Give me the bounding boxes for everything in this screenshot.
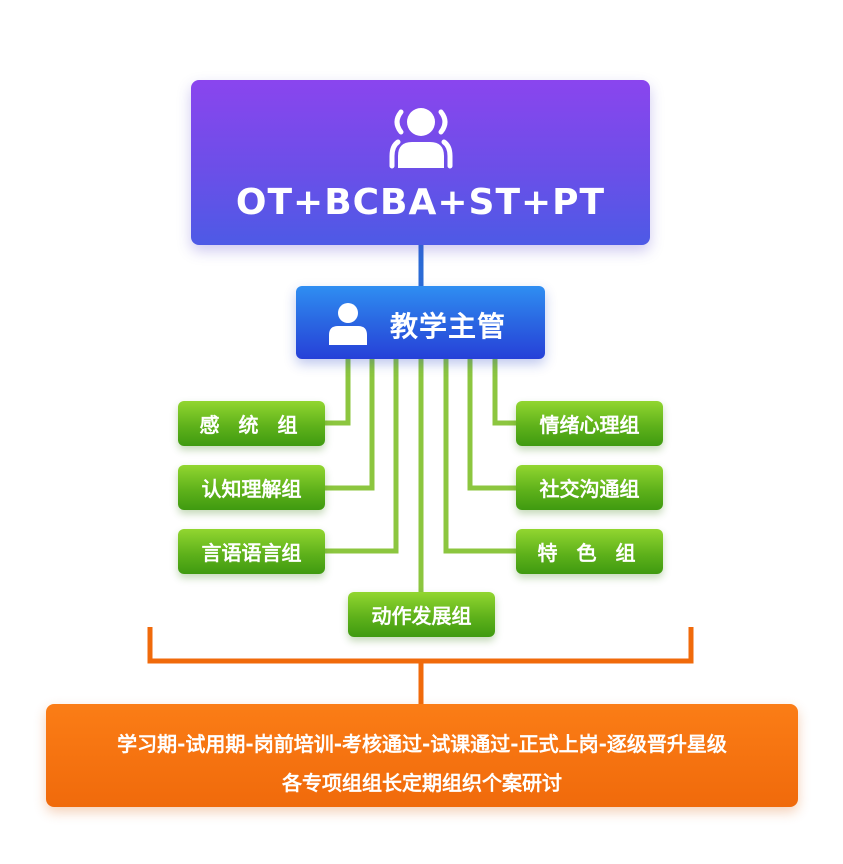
connector-language <box>325 359 399 554</box>
group-label: 情绪心理组 <box>539 413 640 437</box>
group-emotional: 情绪心理组 <box>516 401 663 446</box>
connector-cognitive <box>325 359 375 491</box>
group-cognitive: 认知理解组 <box>178 465 325 510</box>
top-title: OT+BCBA+ST+PT <box>235 182 606 223</box>
group-social: 社交沟通组 <box>516 465 663 510</box>
group-label: 动作发展组 <box>371 604 472 628</box>
top-team-box: OT+BCBA+ST+PT <box>191 80 650 245</box>
training-process-text: 学习期-试用期-岗前培训-考核通过-试课通过-正式上岗-逐级晋升星级 <box>117 732 727 756</box>
group-label: 特 色 组 <box>537 541 642 565</box>
group-special: 特 色 组 <box>516 529 663 574</box>
user-icon <box>329 303 367 345</box>
training-process-box: 学习期-试用期-岗前培训-考核通过-试课通过-正式上岗-逐级晋升星级 各专项组组… <box>46 704 798 807</box>
team-icon <box>389 108 453 169</box>
group-label: 感 统 组 <box>199 413 304 437</box>
group-label: 言语语言组 <box>201 541 302 565</box>
connector-social <box>467 359 516 491</box>
group-label: 认知理解组 <box>201 477 302 501</box>
supervisor-title: 教学主管 <box>390 310 507 343</box>
connector-emotional <box>492 359 516 426</box>
case-discussion-text: 各专项组组长定期组织个案研讨 <box>282 771 562 795</box>
group-language: 言语语言组 <box>178 529 325 574</box>
group-sensory: 感 统 组 <box>178 401 325 446</box>
group-label: 社交沟通组 <box>539 477 640 501</box>
supervisor-box: 教学主管 <box>296 286 545 359</box>
group-motor: 动作发展组 <box>348 592 495 637</box>
connector-special <box>443 359 516 554</box>
connector-sensory <box>325 359 351 426</box>
